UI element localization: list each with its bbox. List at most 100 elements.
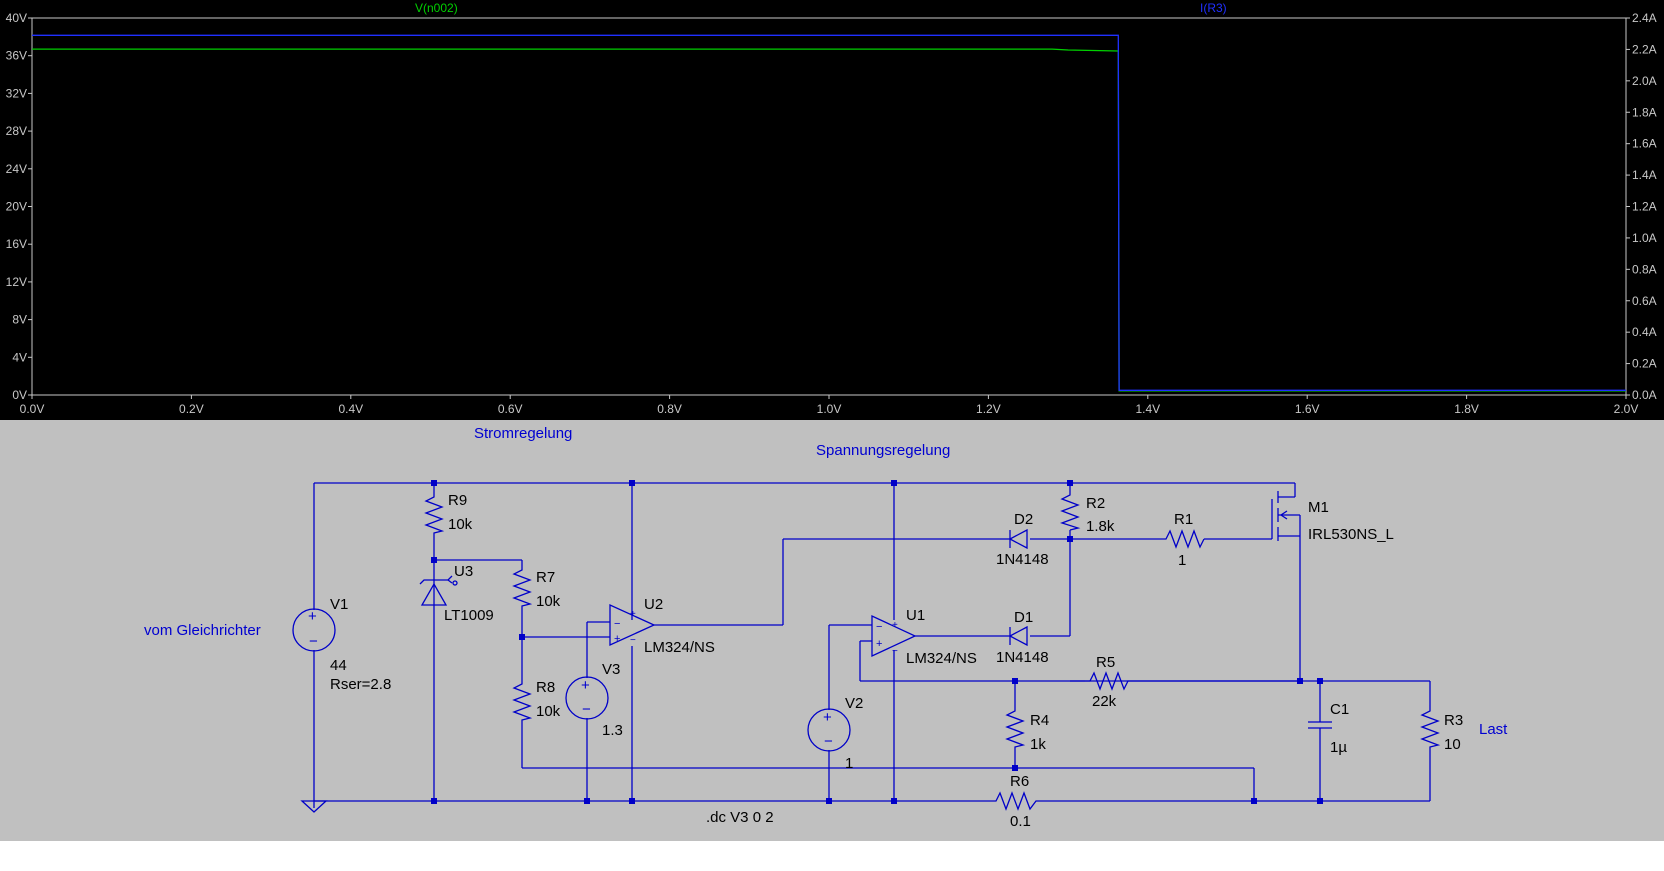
u1-value[interactable]: LM324/NS bbox=[906, 650, 977, 667]
label-spannungsregelung[interactable]: Spannungsregelung bbox=[816, 442, 950, 459]
spice-directive[interactable]: .dc V3 0 2 bbox=[706, 809, 774, 826]
schematic-editor[interactable]: + − + − − + + − + − − + + − bbox=[0, 420, 1664, 841]
r2-resistor[interactable] bbox=[1059, 490, 1081, 531]
m1-value[interactable]: IRL530NS_L bbox=[1308, 526, 1394, 543]
y-right-tick-label: 2.4A bbox=[1632, 11, 1657, 25]
r5-name[interactable]: R5 bbox=[1096, 654, 1115, 671]
c1-value[interactable]: 1µ bbox=[1330, 739, 1347, 756]
v2-value[interactable]: 1 bbox=[845, 755, 853, 772]
r9-resistor[interactable] bbox=[424, 492, 445, 538]
r2-name[interactable]: R2 bbox=[1086, 495, 1105, 512]
y-left-tick-label: 20V bbox=[6, 200, 27, 214]
x-tick-label: 0.8V bbox=[657, 402, 682, 416]
svg-text:−: − bbox=[876, 621, 882, 633]
u2-value[interactable]: LM324/NS bbox=[644, 639, 715, 656]
u1-opamp[interactable]: − + + − bbox=[871, 614, 917, 658]
label-vom-gleichrichter[interactable]: vom Gleichrichter bbox=[144, 622, 261, 639]
svg-text:+: + bbox=[308, 608, 317, 625]
r7-value[interactable]: 10k bbox=[536, 593, 561, 610]
u3-reference[interactable] bbox=[419, 575, 458, 606]
r7-name[interactable]: R7 bbox=[536, 569, 555, 586]
y-right-tick-label: 1.2A bbox=[1632, 200, 1657, 214]
y-right-tick-label: 1.4A bbox=[1632, 168, 1657, 182]
x-tick-label: 1.6V bbox=[1295, 402, 1320, 416]
trace-label-ir3[interactable]: I(R3) bbox=[1200, 1, 1227, 15]
r8-resistor[interactable] bbox=[512, 678, 533, 722]
v1-name[interactable]: V1 bbox=[330, 596, 348, 613]
r7-resistor[interactable] bbox=[512, 564, 533, 610]
y-right-tick-label: 0.0A bbox=[1632, 388, 1657, 402]
v1-value[interactable]: 44 bbox=[330, 657, 347, 674]
v1-extra[interactable]: Rser=2.8 bbox=[330, 676, 391, 693]
r3-name[interactable]: R3 bbox=[1444, 712, 1463, 729]
svg-text:+: + bbox=[581, 677, 590, 694]
y-left-tick-label: 8V bbox=[12, 313, 27, 327]
x-tick-label: 2.0V bbox=[1614, 402, 1639, 416]
r4-resistor[interactable] bbox=[1005, 705, 1026, 750]
r5-resistor[interactable] bbox=[1085, 671, 1300, 691]
c1-name[interactable]: C1 bbox=[1330, 701, 1349, 718]
d2-value[interactable]: 1N4148 bbox=[996, 551, 1049, 568]
v1-source[interactable]: + − bbox=[292, 608, 336, 652]
v2-name[interactable]: V2 bbox=[845, 695, 863, 712]
d2-name[interactable]: D2 bbox=[1014, 511, 1033, 528]
y-right-tick-label: 1.0A bbox=[1632, 231, 1657, 245]
y-left-tick-label: 24V bbox=[6, 162, 27, 176]
y-right-tick-label: 0.8A bbox=[1632, 262, 1657, 276]
m1-mosfet[interactable] bbox=[1271, 491, 1301, 541]
r3-resistor[interactable] bbox=[1420, 705, 1441, 750]
r9-name[interactable]: R9 bbox=[448, 492, 467, 509]
y-right-tick-label: 2.2A bbox=[1632, 42, 1657, 56]
wires bbox=[313, 482, 1431, 808]
r4-name[interactable]: R4 bbox=[1030, 712, 1049, 729]
v3-source[interactable]: + − bbox=[565, 676, 609, 720]
ground-symbol[interactable] bbox=[300, 800, 328, 813]
svg-text:+: + bbox=[892, 620, 898, 631]
x-tick-label: 0.4V bbox=[338, 402, 363, 416]
v3-name[interactable]: V3 bbox=[602, 661, 620, 678]
r1-value[interactable]: 1 bbox=[1178, 552, 1186, 569]
r8-value[interactable]: 10k bbox=[536, 703, 561, 720]
r1-name[interactable]: R1 bbox=[1174, 511, 1193, 528]
r3-value[interactable]: 10 bbox=[1444, 736, 1461, 753]
d2-diode[interactable] bbox=[1000, 528, 1028, 550]
r6-resistor[interactable] bbox=[990, 791, 1045, 811]
v2-source[interactable]: + − bbox=[807, 708, 851, 752]
svg-text:+: + bbox=[614, 633, 620, 645]
u1-name[interactable]: U1 bbox=[906, 607, 925, 624]
u2-name[interactable]: U2 bbox=[644, 596, 663, 613]
m1-name[interactable]: M1 bbox=[1308, 499, 1329, 516]
y-right-tick-label: 0.4A bbox=[1632, 325, 1657, 339]
svg-text:−: − bbox=[824, 733, 833, 750]
r2-value[interactable]: 1.8k bbox=[1086, 518, 1115, 535]
r5-value[interactable]: 22k bbox=[1092, 693, 1117, 710]
svg-text:+: + bbox=[823, 709, 832, 726]
r9-value[interactable]: 10k bbox=[448, 516, 473, 533]
svg-text:−: − bbox=[582, 701, 591, 718]
x-tick-label: 1.2V bbox=[976, 402, 1001, 416]
y-left-tick-label: 0V bbox=[12, 388, 27, 402]
r1-resistor[interactable] bbox=[1160, 529, 1205, 549]
label-last[interactable]: Last bbox=[1479, 721, 1508, 738]
r6-name[interactable]: R6 bbox=[1010, 773, 1029, 790]
v3-value[interactable]: 1.3 bbox=[602, 722, 623, 739]
u2-opamp[interactable]: − + + − bbox=[609, 603, 656, 647]
u3-name[interactable]: U3 bbox=[454, 563, 473, 580]
r8-name[interactable]: R8 bbox=[536, 679, 555, 696]
y-left-tick-label: 28V bbox=[6, 124, 27, 138]
x-tick-label: 1.8V bbox=[1454, 402, 1479, 416]
x-tick-label: 1.4V bbox=[1135, 402, 1160, 416]
y-right-tick-label: 1.8A bbox=[1632, 105, 1657, 119]
r4-value[interactable]: 1k bbox=[1030, 736, 1046, 753]
u3-value[interactable]: LT1009 bbox=[444, 607, 494, 624]
plot-frame bbox=[31, 17, 1627, 396]
label-stromregelung[interactable]: Stromregelung bbox=[474, 425, 572, 442]
d1-name[interactable]: D1 bbox=[1014, 609, 1033, 626]
d1-diode[interactable] bbox=[1000, 625, 1028, 647]
trace-label-vn002[interactable]: V(n002) bbox=[415, 1, 458, 15]
c1-capacitor[interactable] bbox=[1308, 721, 1332, 729]
r6-value[interactable]: 0.1 bbox=[1010, 813, 1031, 830]
d1-value[interactable]: 1N4148 bbox=[996, 649, 1049, 666]
